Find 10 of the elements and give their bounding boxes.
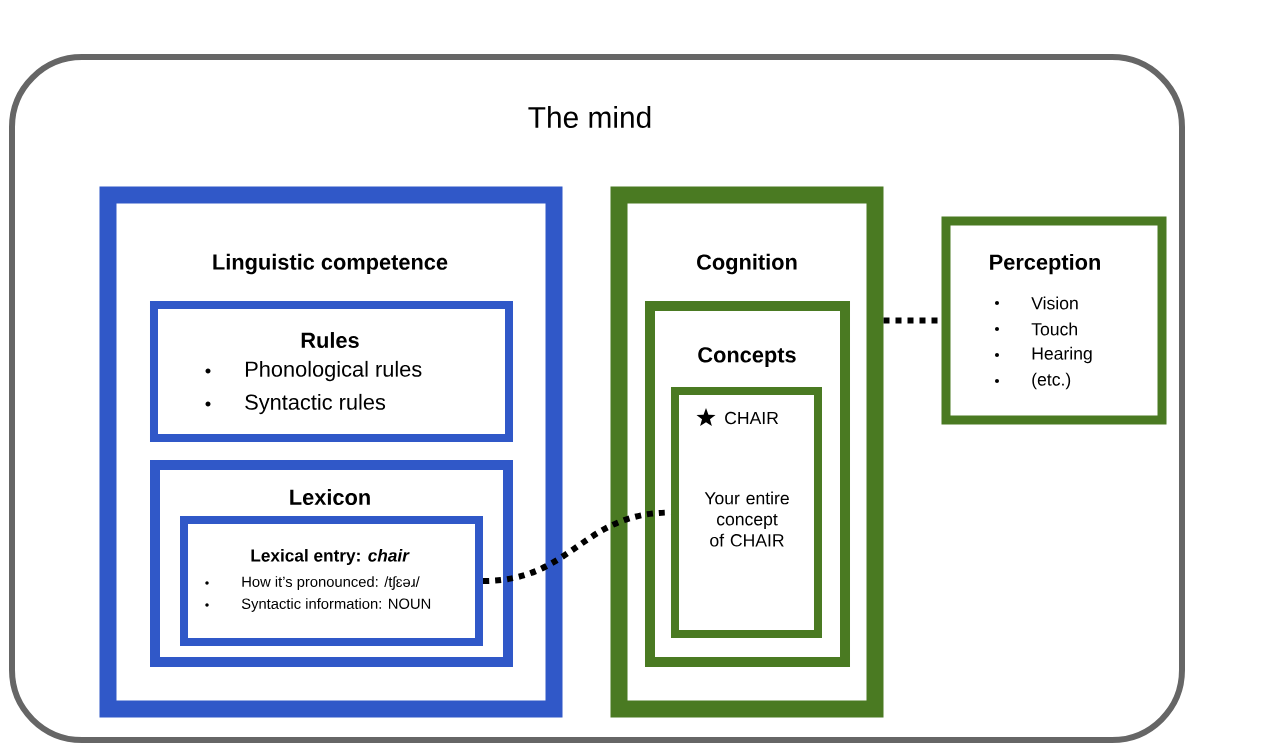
bullet-item: (etc.) <box>995 372 1071 390</box>
bullet-item: Vision <box>995 296 1078 310</box>
bullet-item: Hearing <box>995 346 1092 364</box>
concept-label: CHAIR <box>725 411 779 425</box>
bullet-item: Syntactic rules <box>205 393 386 415</box>
bullet-item: How it’s pronounced: /tʃɛəɹ/ <box>205 576 420 590</box>
body-text: Your entire concept of CHAIR <box>704 491 789 547</box>
bullet-item: Syntactic information: NOUN <box>205 598 431 612</box>
bullet-item: Phonological rules <box>205 360 422 382</box>
bullet-item: Touch <box>995 322 1077 336</box>
